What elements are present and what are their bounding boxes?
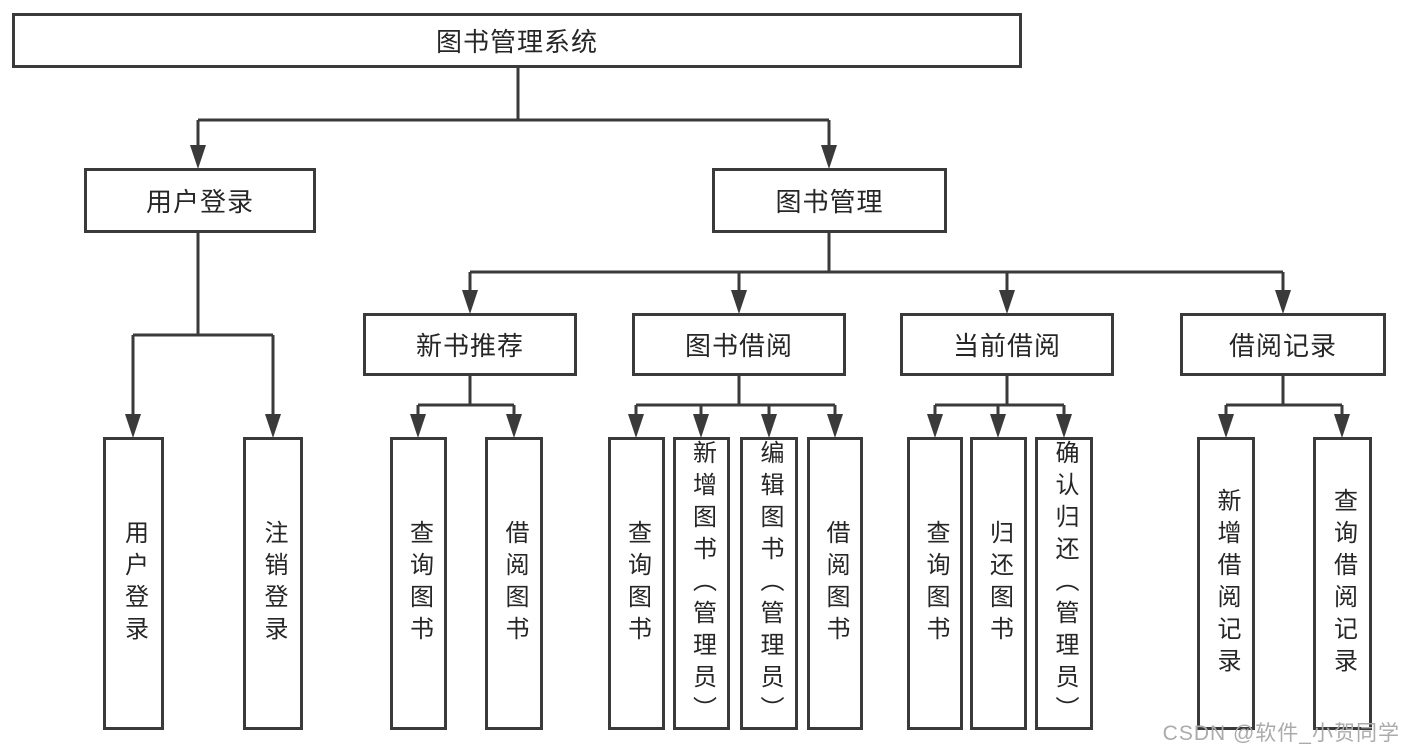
leaf-label: 新增借阅记录 xyxy=(1213,487,1240,680)
leaf-br-add-record: 新增借阅记录 xyxy=(1197,437,1255,730)
node-current-borrow: 当前借阅 xyxy=(900,313,1114,376)
leaf-label: 归还图书 xyxy=(985,519,1013,648)
leaf-label: 确认归还（管理员） xyxy=(1051,440,1078,728)
leaf-bb-borrow-book: 借阅图书 xyxy=(807,437,863,730)
leaf-nb-borrow-book: 借阅图书 xyxy=(485,437,543,730)
leaf-label: 查询图书 xyxy=(405,519,433,648)
leaf-bb-add-book-admin: 新增图书（管理员） xyxy=(673,437,730,730)
node-borrow-records: 借阅记录 xyxy=(1180,313,1386,376)
node-book-borrow: 图书借阅 xyxy=(632,313,846,376)
leaf-br-query-record: 查询借阅记录 xyxy=(1313,437,1372,730)
leaf-label: 查询借阅记录 xyxy=(1329,487,1357,680)
leaf-label: 借阅图书 xyxy=(822,519,849,648)
leaf-label: 查询图书 xyxy=(922,519,949,648)
node-book-management: 图书管理 xyxy=(712,168,947,233)
connector-lines xyxy=(131,68,1344,416)
leaf-cb-return-book: 归还图书 xyxy=(970,437,1027,730)
leaf-label: 查询图书 xyxy=(623,519,651,648)
node-new-book-recommend: 新书推荐 xyxy=(363,313,577,376)
leaf-bb-edit-book-admin: 编辑图书（管理员） xyxy=(740,437,798,730)
leaf-label: 用户登录 xyxy=(120,519,148,648)
leaf-bb-query-book: 查询图书 xyxy=(608,437,665,730)
leaf-label: 新增图书（管理员） xyxy=(688,440,716,728)
leaf-user-login: 用户登录 xyxy=(103,437,164,730)
leaf-label: 编辑图书（管理员） xyxy=(756,440,783,728)
node-user-login: 用户登录 xyxy=(84,168,316,233)
leaf-logout: 注销登录 xyxy=(243,437,303,730)
leaf-nb-query-book: 查询图书 xyxy=(390,437,447,730)
leaf-label: 注销登录 xyxy=(260,519,287,648)
node-root: 图书管理系统 xyxy=(12,13,1022,68)
leaf-label: 借阅图书 xyxy=(501,519,528,648)
leaf-cb-confirm-return-admin: 确认归还（管理员） xyxy=(1035,437,1093,730)
watermark: CSDN @软件_小贺同学 xyxy=(1162,722,1400,745)
arrowheads xyxy=(125,145,1350,438)
leaf-cb-query-book: 查询图书 xyxy=(907,437,963,730)
